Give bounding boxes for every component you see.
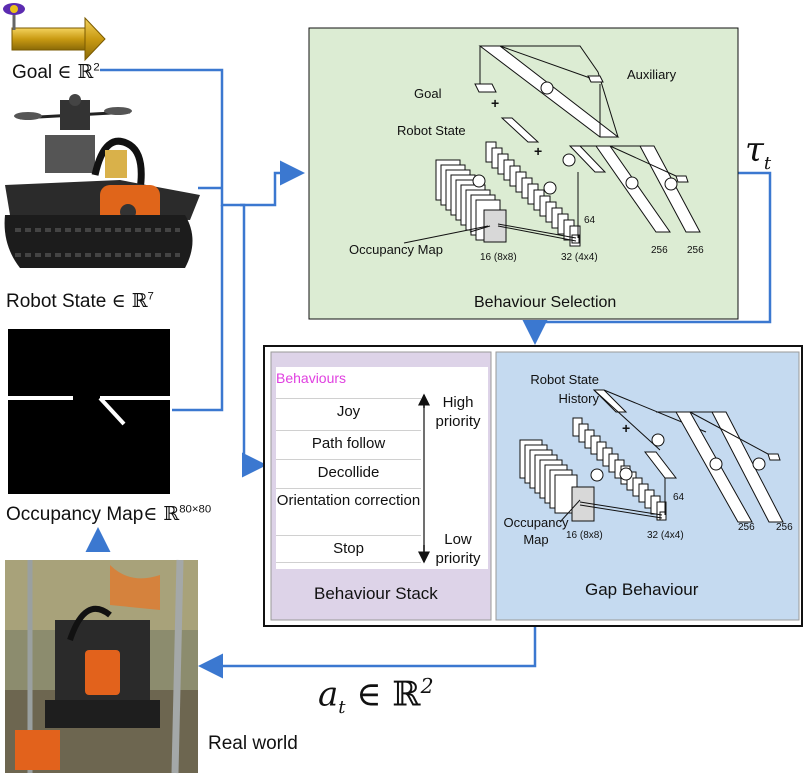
behaviour-item-path-follow: Path follow: [276, 430, 421, 457]
action-output-label: at ∈ ℝ2: [318, 674, 434, 718]
conv-stack-16: [435, 159, 507, 243]
gap-fc1-label: 256: [738, 522, 755, 533]
selection-fc2-label: 256: [687, 245, 704, 256]
gap-conv-stack-32: [572, 417, 667, 521]
gap-conv1-label: 16 (8x8): [566, 530, 603, 541]
behaviour-item-stop: Stop: [276, 535, 421, 563]
low-priority-label: Low priority: [435, 531, 481, 567]
robot-state-dim: 7: [147, 290, 154, 303]
action-space: ∈ ℝ: [356, 674, 421, 715]
action-sub: t: [338, 697, 346, 719]
goal-dim: 2: [93, 61, 100, 74]
tau-symbol: τt: [745, 130, 771, 174]
behaviour-selection-title: Behaviour Selection: [474, 294, 617, 311]
goal-input-label: Goal ∈ ℝ2: [12, 61, 100, 84]
selection-occupancy-label: Occupancy Map: [349, 242, 443, 257]
behaviour-stack-title: Behaviour Stack: [314, 584, 438, 603]
selection-fc1-label: 256: [651, 245, 668, 256]
conv-stack-32: [485, 141, 581, 247]
tau-sub: t: [763, 152, 772, 174]
behaviour-item-orientation: Orientation correction: [276, 488, 421, 535]
occupancy-space: ∈ ℝ: [143, 503, 180, 525]
action-char: a: [318, 674, 339, 715]
occupancy-dim: 80×80: [179, 503, 212, 516]
robot-image: [0, 94, 205, 285]
goal-space: ∈ ℝ: [57, 61, 94, 83]
high-priority-label: High priority: [435, 394, 481, 430]
behaviour-item-decollide: Decollide: [276, 459, 421, 486]
goal-arrow-icon: [3, 3, 106, 62]
gap-fc2-label: 256: [776, 522, 793, 533]
gap-robot-state-history-label: Robot State History: [530, 372, 599, 406]
robot-state-label-text: Robot State: [6, 291, 107, 312]
gap-conv2-label: 32 (4x4): [647, 530, 684, 541]
goal-label-text: Goal: [12, 62, 53, 83]
input-connectors: [85, 68, 772, 679]
selection-plus-1: +: [491, 95, 500, 111]
selection-plus-2: +: [534, 143, 543, 159]
selection-robot-state-label: Robot State: [397, 123, 466, 138]
real-world-image: [5, 559, 198, 774]
gap-behaviour-title: Gap Behaviour: [585, 580, 699, 599]
action-dim: 2: [420, 674, 434, 698]
gap-occupancy-label: Occupancy Map: [503, 515, 569, 547]
robot-state-space: ∈ ℝ: [111, 290, 148, 312]
occupancy-input-label: Occupancy Map∈ ℝ80×80: [6, 503, 211, 526]
selection-goal-label: Goal: [414, 86, 442, 101]
real-world-label: Real world: [208, 733, 298, 754]
gap-plus: +: [622, 420, 631, 436]
behaviours-header: Behaviours: [276, 370, 347, 386]
behaviour-selection-panel: [308, 27, 739, 320]
occupancy-label-text: Occupancy Map: [6, 504, 144, 525]
selection-dim64-label: 64: [584, 215, 596, 226]
selection-auxiliary-label: Auxiliary: [627, 67, 677, 82]
gap-conv-stack-16: [519, 439, 604, 522]
occupancy-map-image: [8, 329, 170, 494]
selection-conv2-label: 32 (4x4): [561, 252, 598, 263]
gap-behaviour-panel: [495, 351, 800, 621]
robot-state-input-label: Robot State ∈ ℝ7: [6, 290, 154, 313]
gap-dim64-label: 64: [673, 492, 685, 503]
tau-char: τ: [745, 130, 764, 170]
behaviour-item-joy: Joy: [276, 398, 421, 425]
selection-conv1-label: 16 (8x8): [480, 252, 517, 263]
